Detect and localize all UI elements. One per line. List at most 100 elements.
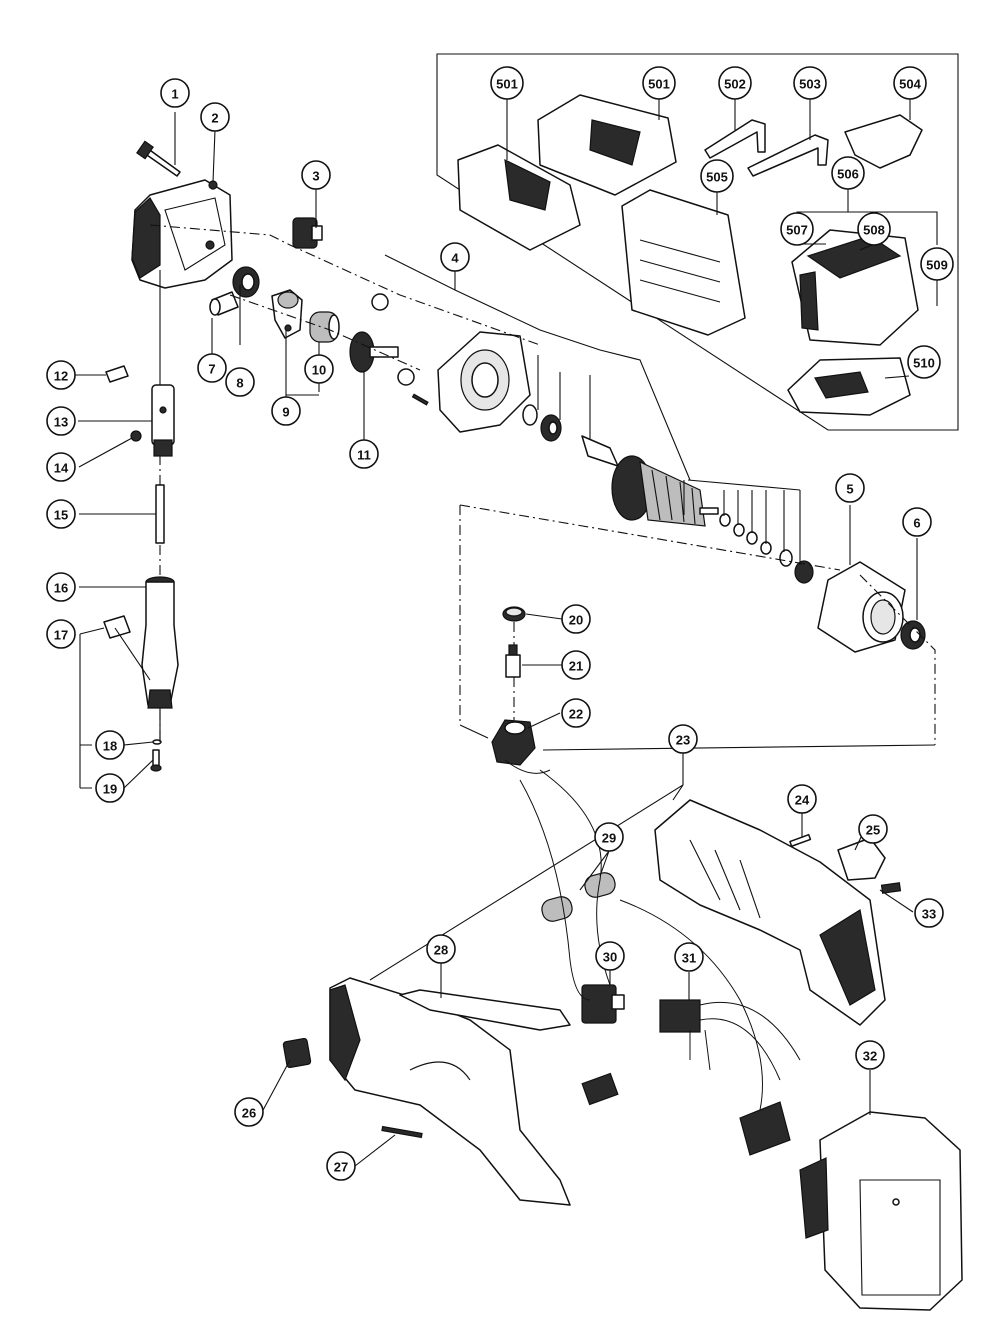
callout-506: 506 (831, 156, 865, 190)
callout-label: 501 (648, 77, 670, 92)
callout-label: 9 (282, 405, 289, 420)
callout-18: 18 (95, 730, 125, 760)
callout-label: 11 (357, 448, 371, 463)
callout-label: 19 (103, 782, 117, 797)
callout-circle (893, 66, 927, 100)
stator-part-5 (817, 561, 906, 653)
callout-label: 10 (312, 363, 326, 378)
callout-label: 12 (54, 369, 68, 384)
crank-part-9 (271, 289, 303, 339)
callout-label: 1 (171, 87, 178, 102)
callout-label: 15 (54, 508, 68, 523)
charger-part-501b (537, 94, 677, 196)
callout-circle (914, 898, 944, 928)
callout-label: 13 (54, 415, 68, 430)
callout-label: 2 (211, 111, 218, 126)
callout-503: 503 (793, 66, 827, 100)
callout-507: 507 (780, 212, 814, 246)
callout-label: 505 (706, 170, 728, 185)
callout-circle (561, 698, 591, 728)
callout-circle (902, 507, 932, 537)
punch-holder-part-16 (141, 576, 179, 709)
callout-circle (304, 354, 334, 384)
callout-circle (674, 942, 704, 972)
callout-circle (95, 773, 125, 803)
callout-circle (857, 212, 891, 246)
callout-circle (95, 730, 125, 760)
leader-lines (75, 98, 938, 1167)
lock-button-part-26 (282, 1037, 312, 1069)
callout-circle (668, 724, 698, 754)
callout-circle (787, 784, 817, 814)
callout-9: 9 (271, 396, 301, 426)
callout-label: 25 (866, 823, 880, 838)
callout-label: 501 (496, 77, 518, 92)
callout-circle (234, 1097, 264, 1127)
callout-14: 14 (46, 452, 76, 482)
sleeve-part-10 (309, 311, 340, 343)
callout-circle (46, 499, 76, 529)
callout-circle (920, 247, 954, 281)
brush-holder-part-22 (491, 719, 551, 774)
case-insert-part-510 (787, 357, 911, 416)
callout-label: 510 (913, 356, 935, 371)
callout-circle (46, 452, 76, 482)
callout-label: 30 (603, 950, 617, 965)
housing-right-part-23 (654, 799, 886, 1026)
callout-label: 507 (786, 223, 808, 238)
callout-33: 33 (914, 898, 944, 928)
callout-label: 5 (846, 482, 853, 497)
callout-circle (426, 934, 456, 964)
callout-11: 11 (349, 439, 379, 469)
callout-label: 20 (569, 613, 583, 628)
callout-22: 22 (561, 698, 591, 728)
ferrite-part-29 (541, 872, 616, 922)
gear-case-part-4 (437, 331, 531, 433)
rubber-part-33 (880, 882, 902, 894)
callout-circle (700, 159, 734, 193)
callout-circle (46, 619, 76, 649)
callout-label: 32 (863, 1049, 877, 1064)
callout-19: 19 (95, 773, 125, 803)
callout-label: 27 (334, 1160, 348, 1175)
callout-label: 508 (863, 223, 885, 238)
callout-label: 18 (103, 739, 117, 754)
callout-label: 29 (602, 831, 616, 846)
callout-32: 32 (855, 1040, 885, 1070)
carbon-brush-part-21 (505, 644, 521, 678)
callout-2: 2 (200, 102, 230, 132)
callout-24: 24 (787, 784, 817, 814)
plate-part-504 (844, 114, 923, 169)
center-lines (149, 224, 936, 751)
callout-circle (200, 102, 230, 132)
gear-part-3 (292, 217, 323, 249)
callout-circle (349, 439, 379, 469)
callout-501a: 501 (490, 66, 524, 100)
callout-circle (858, 814, 888, 844)
small-bushings (371, 293, 429, 406)
callout-circle (561, 650, 591, 680)
armature-part (581, 435, 719, 527)
battery-part-32 (799, 1111, 963, 1311)
callout-circle (793, 66, 827, 100)
hex-wrench-part-502 (704, 119, 766, 159)
callout-circle (831, 156, 865, 190)
die-part-17 (103, 615, 131, 639)
screw-part-19 (150, 749, 162, 772)
callout-circle (271, 396, 301, 426)
callout-circle (490, 66, 524, 100)
callout-label: 502 (724, 77, 746, 92)
callout-circle (718, 66, 752, 100)
callout-3: 3 (301, 160, 331, 190)
callout-29: 29 (594, 822, 624, 852)
accessories-frame (436, 53, 959, 431)
callout-501b: 501 (642, 66, 676, 100)
callout-12: 12 (46, 360, 76, 390)
callout-label: 4 (451, 251, 459, 266)
ball-bearing-part-8 (232, 266, 260, 298)
hex-wrench-part-503 (747, 134, 829, 177)
callout-label: 24 (795, 793, 810, 808)
set-screw-part-14 (130, 430, 142, 442)
callout-label: 23 (676, 733, 690, 748)
callout-502: 502 (718, 66, 752, 100)
